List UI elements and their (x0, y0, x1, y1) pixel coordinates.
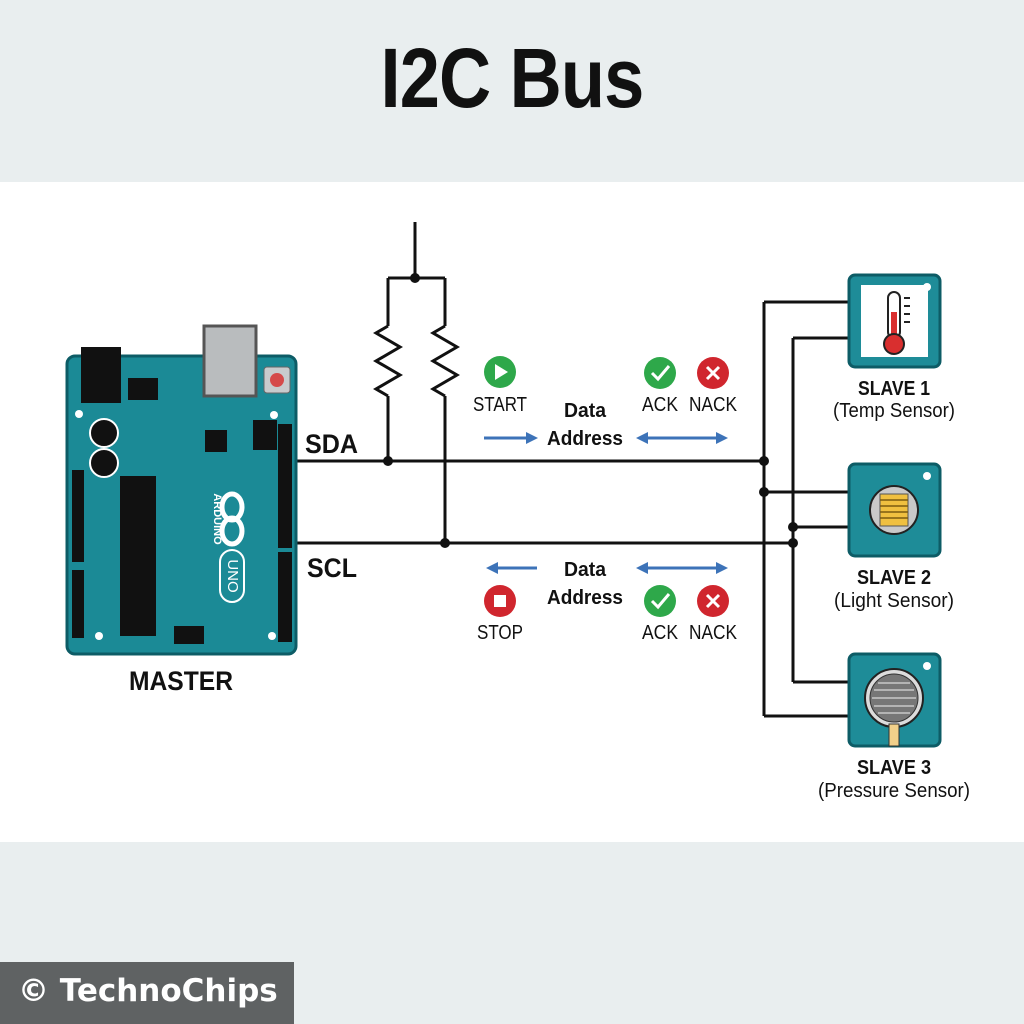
atmega-chip (120, 476, 156, 636)
light-sensor-icon (869, 485, 919, 535)
header-top-right (278, 424, 292, 548)
mount-hole (270, 411, 278, 419)
scl-data-label: Data (564, 559, 607, 581)
icsp-header (253, 420, 277, 450)
page-title: I2C Bus (380, 31, 645, 125)
ack-icon (644, 357, 676, 389)
junction-dot (788, 538, 798, 548)
pressure-sensor-icon (864, 668, 924, 747)
watermark: © TechnoChips (0, 962, 294, 1024)
slave-3-name: SLAVE 3 (857, 757, 931, 779)
junction-dot (759, 487, 769, 497)
pullup-resistor-sda (373, 324, 403, 398)
arduino-board: ARDUINO UNO (65, 324, 298, 656)
junction-dot (788, 522, 798, 532)
sda-nack-label: NACK (689, 394, 738, 416)
header-left-top (72, 470, 84, 562)
start-label: START (473, 394, 527, 416)
sda-address-label: Address (547, 428, 623, 450)
stop-label: STOP (477, 622, 523, 644)
sda-label: SDA (305, 429, 358, 459)
status-led (923, 283, 931, 291)
slave-3-desc: (Pressure Sensor) (818, 780, 970, 802)
bus-wires (294, 222, 849, 718)
power-jack (81, 347, 121, 403)
scl-nack-label: NACK (689, 622, 738, 644)
start-icon (484, 356, 516, 388)
slave-2-module (847, 462, 942, 558)
sda-double-arrow (636, 432, 728, 444)
header-left-bottom (72, 570, 84, 638)
scl-left-arrow (486, 562, 537, 574)
title-band: I2C Bus (0, 0, 1024, 182)
arduino-logo (219, 491, 245, 547)
mount-hole (75, 410, 83, 418)
slave-3-module (847, 652, 942, 748)
scl-address-label: Address (547, 587, 623, 609)
sda-data-label: Data (564, 400, 607, 422)
mount-hole (268, 632, 276, 640)
nack-icon (697, 585, 729, 617)
board-brand-text: ARDUINO (211, 493, 223, 545)
board-name-text: UNO (224, 559, 241, 592)
junction-dot (440, 538, 450, 548)
sda-right-arrow (484, 432, 538, 444)
icsp-header-bottom (174, 626, 204, 644)
nack-icon (697, 357, 729, 389)
slave-1-name: SLAVE 1 (858, 378, 930, 400)
header-bottom-right (278, 552, 292, 642)
scl-label: SCL (307, 553, 357, 583)
mount-hole (95, 632, 103, 640)
junction-dot (383, 456, 393, 466)
slave-1-module (847, 273, 942, 369)
junction-dot (410, 273, 420, 283)
status-led (923, 472, 931, 480)
usb-connector (202, 324, 258, 398)
status-led (923, 662, 931, 670)
reset-button-cap (270, 373, 284, 387)
slave-1-desc: (Temp Sensor) (833, 400, 955, 422)
ack-icon (644, 585, 676, 617)
sda-ack-label: ACK (642, 394, 679, 416)
scl-ack-label: ACK (642, 622, 679, 644)
scl-double-arrow (636, 562, 728, 574)
capacitor (89, 448, 119, 478)
voltage-regulator (128, 378, 158, 400)
stop-icon (484, 585, 516, 617)
small-chip (205, 430, 227, 452)
wire-junctions (383, 273, 798, 548)
junction-dot (759, 456, 769, 466)
slave-2-name: SLAVE 2 (857, 567, 931, 589)
uno-badge: UNO (219, 549, 245, 603)
slave-2-desc: (Light Sensor) (834, 590, 954, 612)
thermometer-icon (883, 291, 910, 355)
pullup-resistor-scl (430, 324, 460, 398)
capacitor (89, 418, 119, 448)
master-label: MASTER (129, 666, 233, 696)
